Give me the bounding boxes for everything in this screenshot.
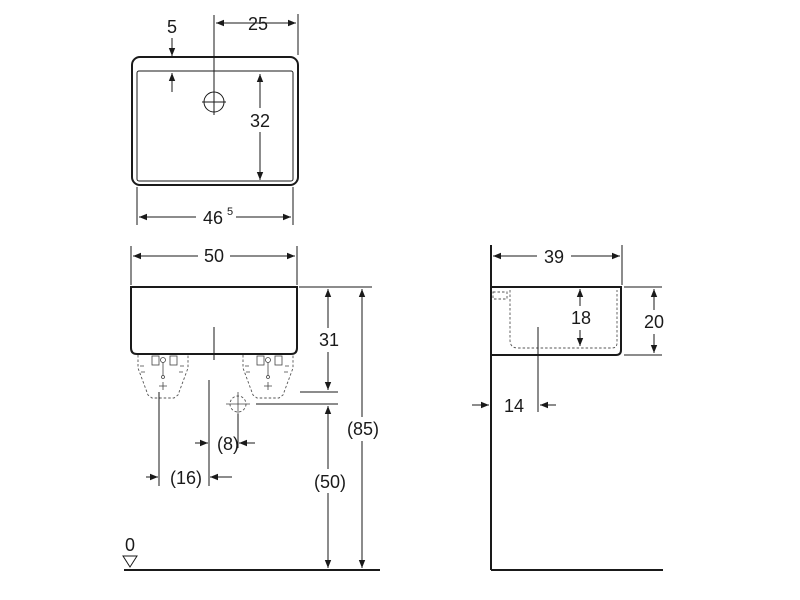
label-mask	[342, 417, 384, 441]
dimension-46-superscript: 5	[227, 206, 233, 218]
label-mask	[309, 469, 351, 493]
dimension-50-height-label: (50)	[314, 472, 346, 492]
right-wall-bracket	[242, 355, 294, 399]
dimension-32-label: 32	[250, 111, 270, 131]
dimension-50-label: 50	[204, 246, 224, 266]
dimension-39-label: 39	[544, 247, 564, 267]
label-mask	[537, 244, 571, 266]
top-view: 25 5 32 46 5	[131, 14, 299, 228]
basin-body-front	[130, 286, 298, 355]
label-mask	[638, 310, 670, 334]
dimension-46-label: 46	[203, 208, 223, 228]
label-mask	[196, 205, 236, 227]
basin-body-side	[491, 286, 622, 356]
label-mask	[246, 108, 274, 132]
overflow-icon	[492, 291, 508, 300]
dimension-5-label: 5	[167, 17, 177, 37]
label-mask	[566, 306, 596, 330]
basin-inner-hidden	[509, 290, 618, 349]
dimension-14-label: 14	[504, 396, 524, 416]
dimension-16-label: (16)	[170, 468, 202, 488]
floor-level-icon	[122, 555, 138, 568]
dimension-25-label: 25	[248, 14, 268, 34]
dimension-20-label: 20	[644, 312, 664, 332]
label-mask	[314, 328, 344, 352]
side-view: 39 18 20 14	[472, 244, 670, 571]
left-wall-bracket	[137, 355, 189, 399]
dimension-85-label: (85)	[347, 419, 379, 439]
floor-level-label: 0	[125, 535, 135, 555]
basin-inner-top	[136, 70, 294, 182]
dimension-8-label: (8)	[217, 434, 239, 454]
dimension-31-label: 31	[319, 330, 339, 350]
basin-outline-top	[131, 56, 299, 186]
dimension-18-label: 18	[571, 308, 591, 328]
front-view: 50	[122, 244, 384, 571]
label-mask	[198, 244, 230, 266]
